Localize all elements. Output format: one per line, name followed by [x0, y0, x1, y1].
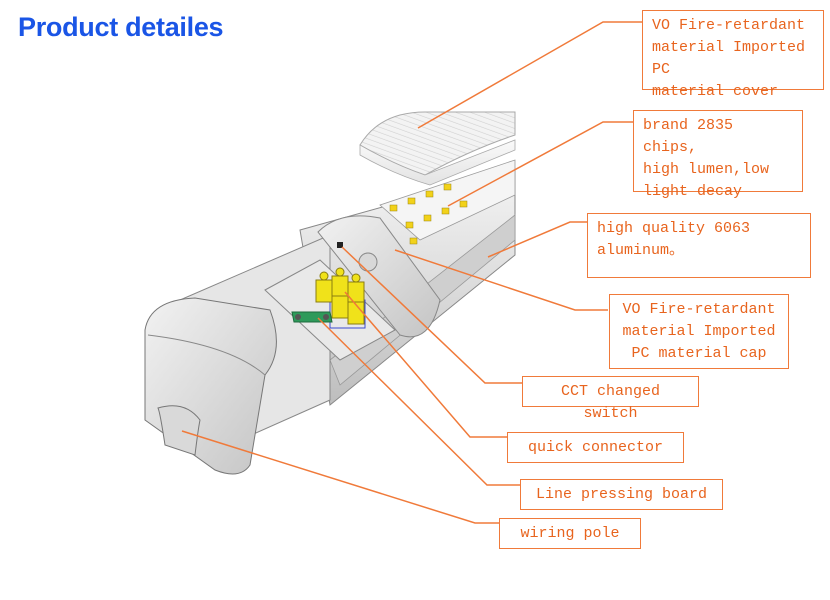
pc-cover: [359, 111, 516, 186]
callout-wiring-pole: wiring pole: [499, 518, 641, 549]
led-board: [379, 159, 516, 245]
leader-lines: [181, 21, 642, 524]
removed-end-cap: [144, 297, 277, 475]
page-title: Product detailes: [18, 12, 224, 42]
callout-pc-cap: VO Fire-retardant material Imported PC m…: [609, 294, 789, 369]
callout-led-chips: brand 2835 chips, high lumen,low light d…: [633, 110, 803, 200]
callout-line-pressing-board: Line pressing board: [520, 479, 723, 510]
callout-quick-connector: quick connector: [507, 432, 684, 463]
quick-connector: [315, 267, 365, 325]
callout-pc-cover: VO Fire-retardant material Imported PC m…: [642, 10, 824, 100]
line-pressing-board: [291, 311, 333, 323]
callout-aluminum: high quality 6063 aluminum。: [587, 213, 811, 278]
callout-cct-switch: CCT changed switch: [522, 376, 699, 422]
